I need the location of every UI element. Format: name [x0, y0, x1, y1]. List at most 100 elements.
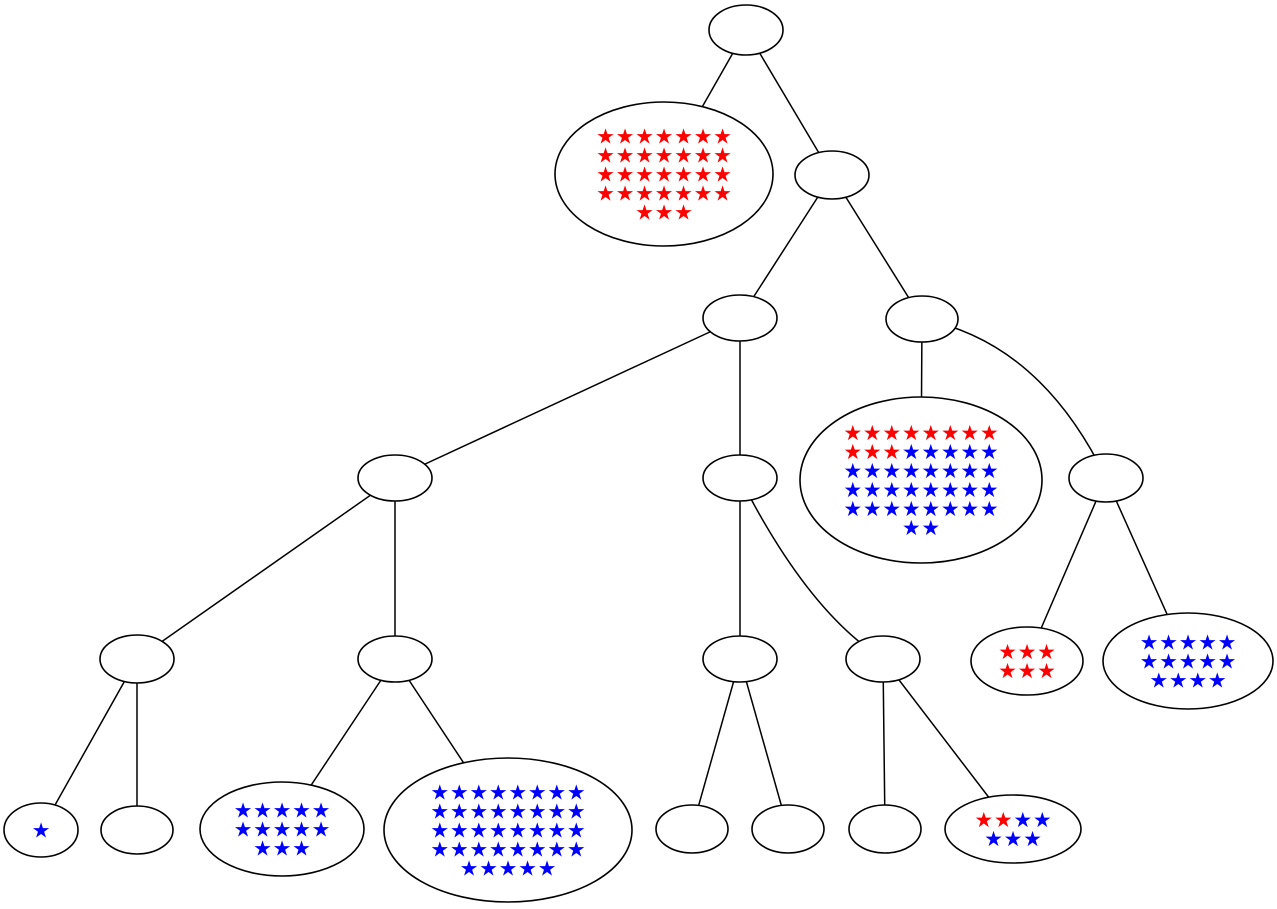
blue-star-icon: ★: [980, 440, 999, 464]
red-star-icon: ★: [655, 144, 674, 168]
blue-star-icon: ★: [292, 818, 311, 842]
red-star-icon: ★: [655, 182, 674, 206]
blue-star-icon: ★: [528, 838, 547, 862]
red-star-icon: ★: [635, 201, 654, 225]
blue-star-icon: ★: [863, 459, 882, 483]
blue-star-icon: ★: [273, 818, 292, 842]
blue-star-icon: ★: [450, 781, 469, 805]
edge-n-g--leaf-blue-1: [40, 658, 138, 831]
blue-star-icon: ★: [941, 459, 960, 483]
blue-star-icon: ★: [1179, 631, 1198, 655]
blue-star-icon: ★: [863, 478, 882, 502]
blue-star-icon: ★: [960, 497, 979, 521]
blue-star-icon: ★: [1159, 631, 1178, 655]
blue-star-icon: ★: [499, 857, 518, 881]
red-star-icon: ★: [635, 144, 654, 168]
red-star-icon: ★: [694, 163, 713, 187]
blue-star-icon: ★: [902, 516, 921, 540]
red-star-icon: ★: [596, 144, 615, 168]
node-n-f: [1068, 453, 1144, 503]
blue-star-icon: ★: [469, 819, 488, 843]
node-n-h: [357, 635, 433, 683]
blue-star-icon: ★: [980, 459, 999, 483]
blue-star-icon: ★: [489, 800, 508, 824]
blue-star-icon: ★: [253, 837, 272, 861]
blue-star-icon: ★: [273, 837, 292, 861]
node-leaf-blue-13: [199, 781, 365, 877]
red-star-icon: ★: [596, 163, 615, 187]
blue-star-icon: ★: [843, 478, 862, 502]
blue-star-icon: ★: [1004, 827, 1023, 851]
blue-star-icon: ★: [921, 440, 940, 464]
blue-star-icon: ★: [1159, 650, 1178, 674]
blue-star-icon: ★: [1198, 631, 1217, 655]
node-leaf-mixed-7: [944, 794, 1082, 864]
node-n-d: [357, 454, 433, 502]
red-star-icon: ★: [998, 659, 1017, 683]
blue-star-icon: ★: [1149, 669, 1168, 693]
edge-n-d--n-g: [136, 477, 396, 660]
edge-n-i--leaf-empty-b: [691, 658, 741, 830]
blue-star-icon: ★: [1218, 631, 1237, 655]
red-star-icon: ★: [1037, 640, 1056, 664]
red-star-icon: ★: [674, 201, 693, 225]
stars-leaf-mixed-42: ★★★★★★★★★★★★★★★★★★★★★★★★★★★★★★★★★★★★★★★★…: [843, 421, 998, 540]
red-star-icon: ★: [694, 144, 713, 168]
blue-star-icon: ★: [921, 516, 940, 540]
red-star-icon: ★: [998, 640, 1017, 664]
red-star-icon: ★: [1037, 659, 1056, 683]
edge-n-j--leaf-empty-d: [882, 658, 886, 830]
blue-star-icon: ★: [1140, 631, 1159, 655]
blue-star-icon: ★: [921, 497, 940, 521]
blue-star-icon: ★: [941, 497, 960, 521]
red-star-icon: ★: [635, 163, 654, 187]
blue-star-icon: ★: [528, 819, 547, 843]
blue-star-icon: ★: [567, 838, 586, 862]
node-leaf-empty-c: [751, 804, 825, 854]
blue-star-icon: ★: [843, 497, 862, 521]
blue-star-icon: ★: [1188, 669, 1207, 693]
red-star-icon: ★: [674, 144, 693, 168]
blue-star-icon: ★: [312, 818, 331, 842]
blue-star-icon: ★: [882, 459, 901, 483]
blue-star-icon: ★: [843, 459, 862, 483]
blue-star-icon: ★: [1198, 650, 1217, 674]
edge-n-a--n-b: [739, 174, 833, 319]
node-leaf-empty-a: [100, 805, 174, 855]
blue-star-icon: ★: [1179, 650, 1198, 674]
red-star-icon: ★: [674, 182, 693, 206]
blue-star-icon: ★: [1218, 650, 1237, 674]
red-star-icon: ★: [635, 125, 654, 149]
blue-star-icon: ★: [902, 478, 921, 502]
red-star-icon: ★: [616, 182, 635, 206]
red-star-icon: ★: [863, 421, 882, 445]
edge-n-b--n-d: [394, 317, 741, 479]
blue-star-icon: ★: [469, 781, 488, 805]
stars-leaf-blue-37: ★★★★★★★★★★★★★★★★★★★★★★★★★★★★★★★★★★★★★: [430, 781, 585, 881]
blue-star-icon: ★: [902, 440, 921, 464]
blue-star-icon: ★: [1023, 827, 1042, 851]
blue-star-icon: ★: [960, 440, 979, 464]
red-star-icon: ★: [616, 163, 635, 187]
node-leaf-red-31: [554, 101, 774, 247]
node-leaf-empty-d: [848, 804, 922, 854]
blue-star-icon: ★: [984, 827, 1003, 851]
red-star-icon: ★: [843, 440, 862, 464]
red-star-icon: ★: [843, 421, 862, 445]
stars-leaf-mixed-7: ★★★★★★★: [974, 808, 1051, 851]
blue-star-icon: ★: [253, 799, 272, 823]
red-star-icon: ★: [863, 440, 882, 464]
blue-star-icon: ★: [460, 857, 479, 881]
blue-star-icon: ★: [253, 818, 272, 842]
blue-star-icon: ★: [430, 819, 449, 843]
blue-star-icon: ★: [547, 800, 566, 824]
node-leaf-red-6: [970, 626, 1084, 696]
blue-star-icon: ★: [902, 459, 921, 483]
blue-star-icon: ★: [528, 781, 547, 805]
blue-star-icon: ★: [567, 781, 586, 805]
node-n-i: [702, 635, 778, 683]
node-leaf-blue-14: [1102, 612, 1274, 710]
stars-leaf-blue-1: ★: [32, 819, 51, 843]
blue-star-icon: ★: [234, 799, 253, 823]
